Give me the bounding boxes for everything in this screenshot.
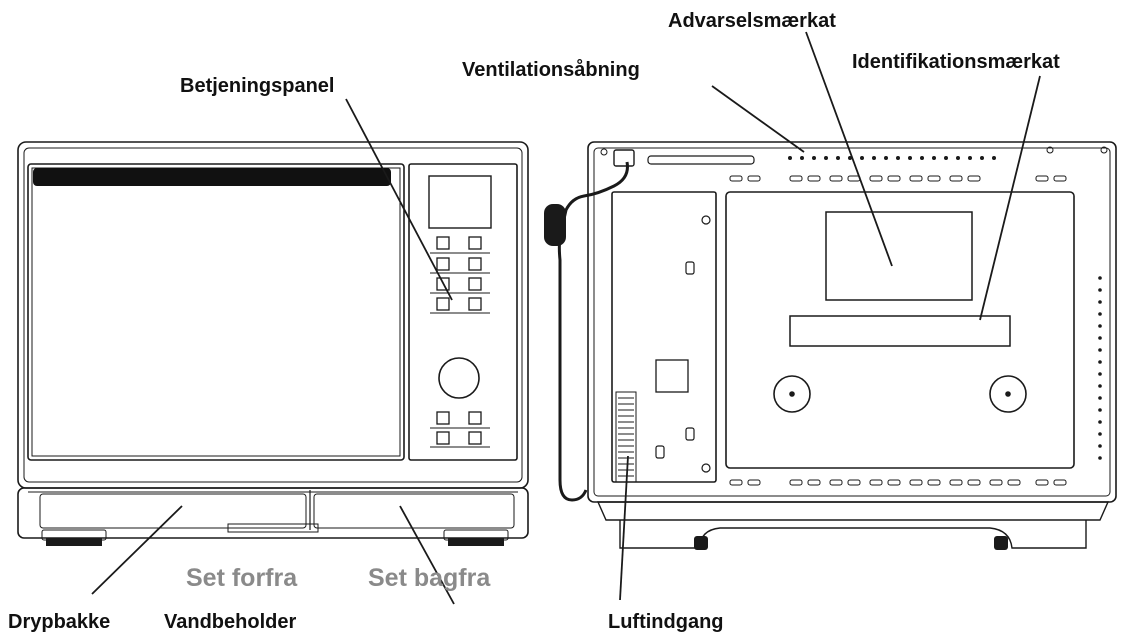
control-dial <box>438 357 480 399</box>
control-buttons-upper <box>430 236 490 314</box>
drip-tray <box>39 493 307 529</box>
label-warning-label: Advarselsmærkat <box>668 10 836 32</box>
id-label-box <box>789 315 1011 347</box>
warning-label-box <box>825 211 973 301</box>
door-handle <box>33 168 391 186</box>
leader-drip-tray <box>91 505 183 595</box>
label-control-panel: Betjeningspanel <box>180 75 335 97</box>
control-buttons-lower <box>430 411 490 448</box>
caption-back: Set bagfra <box>368 564 491 592</box>
leader-vent <box>711 85 805 153</box>
label-drip-tray: Drypbakke <box>8 611 111 633</box>
front-view-oven <box>17 141 529 546</box>
power-plug <box>544 204 566 246</box>
leader-lines <box>91 31 1041 605</box>
label-water-tank: Vandbeholder <box>164 611 297 633</box>
leader-control-panel <box>345 98 453 301</box>
air-intake-grille <box>615 391 637 483</box>
leader-air-intake <box>619 455 629 601</box>
leader-id-label <box>979 75 1041 321</box>
water-tank <box>313 493 515 529</box>
leader-water-tank <box>399 505 455 605</box>
label-vent: Ventilationsåbning <box>462 59 640 81</box>
label-id-label: Identifikationsmærkat <box>852 51 1060 73</box>
vent-holes <box>788 156 996 160</box>
leader-warning-label <box>805 31 893 267</box>
label-air-intake: Luftindgang <box>608 611 724 633</box>
display-screen <box>428 175 492 229</box>
power-cord <box>557 161 629 502</box>
back-view-oven <box>544 141 1117 550</box>
caption-front: Set forfra <box>186 564 298 592</box>
